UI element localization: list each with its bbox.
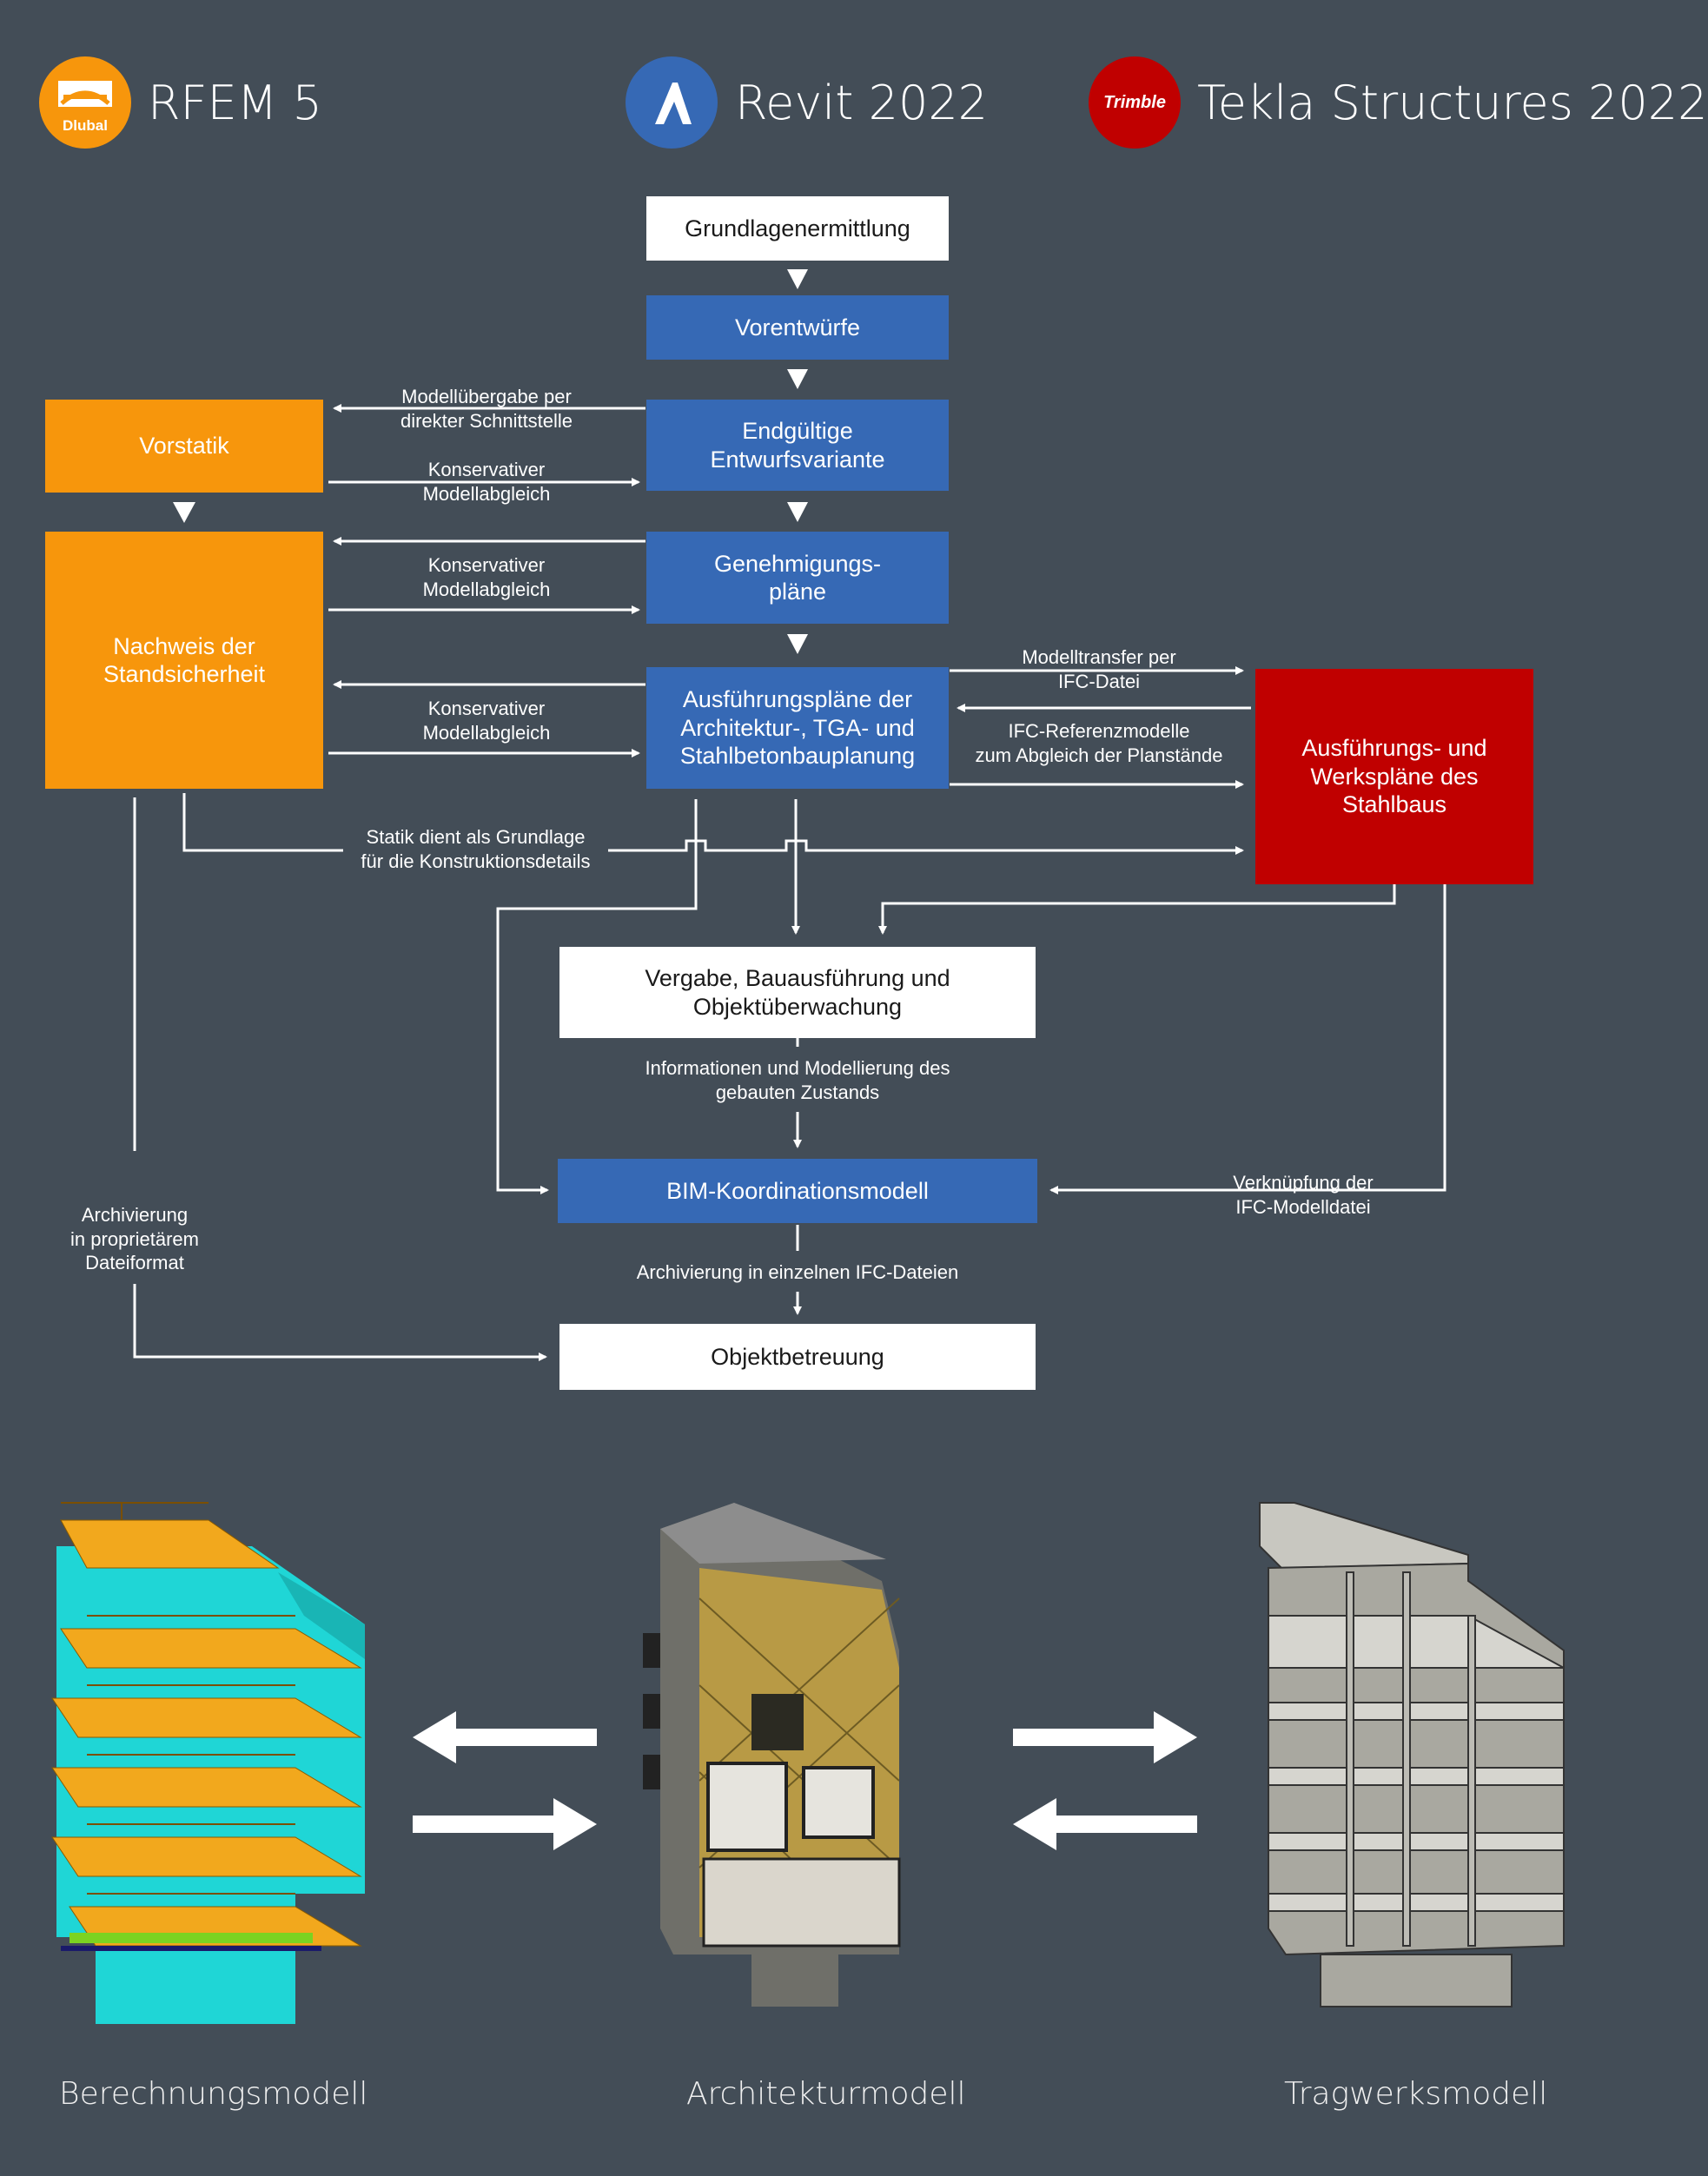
revit-title: Revit 2022 [735, 76, 989, 130]
tragwerksmodell-label: Tragwerksmodell [1284, 2076, 1548, 2112]
genehmigungsplaene-box: Genehmigungs- pläne [646, 532, 949, 624]
trimble-logo: Trimble [1089, 56, 1181, 149]
dlubal-logo: Dlubal [39, 56, 131, 149]
arrow-right-icon [1013, 1711, 1197, 1763]
vorstatik-box: Vorstatik [45, 400, 323, 493]
berechnungsmodell-label: Berechnungsmodell [59, 2076, 368, 2112]
revit-logo [626, 56, 718, 149]
informationen-label: Informationen und Modellierung des gebau… [645, 1057, 950, 1103]
trimble-logo-text: Trimble [1103, 92, 1166, 112]
architekturmodell-image [643, 1503, 901, 2007]
dlubal-bridge-icon [58, 81, 112, 107]
tragwerksmodell-image [1259, 1502, 1565, 2007]
dlubal-logo-text: Dlubal [63, 117, 108, 134]
objektbetreuung-box: Objektbetreuung [559, 1324, 1036, 1390]
konservativ-label-1: Konservativer Modellabgleich [422, 459, 551, 505]
grundlagenermittlung-box: Grundlagenermittlung [646, 196, 949, 261]
bim-koordinationsmodell-box: BIM-Koordinationsmodell [558, 1159, 1037, 1223]
statik-grundlage-label: Statik dient als Grundlage für die Konst… [361, 826, 591, 872]
autodesk-icon [655, 83, 692, 124]
vorentwuerfe-box: Vorentwürfe [646, 295, 949, 360]
tekla-title: Tekla Structures 2022 [1197, 76, 1708, 130]
nachweis-standsicherheit-box: Nachweis der Standsicherheit [45, 532, 323, 789]
ausfuehrungsplaene-architektur-box: Ausführungspläne der Architektur-, TGA- … [646, 667, 949, 789]
konservativ-label-2: Konservativer Modellabgleich [422, 554, 551, 600]
flowchart-connectors [133, 269, 1447, 1361]
modelltransfer-label: Modelltransfer per IFC-Datei [1022, 646, 1176, 692]
vergabe-bauausfuehrung-box: Vergabe, Bauausführung und Objektüberwac… [559, 947, 1036, 1038]
verknuepfung-label: Verknüpfung der IFC-Modelldatei [1233, 1172, 1374, 1218]
stahlbau-werksplaene-box: Ausführungs- und Werkspläne des Stahlbau… [1255, 669, 1533, 884]
archivierung-proprietaer-label: Archivierung in proprietärem Dateiformat [70, 1204, 199, 1273]
berechnungsmodell-image [51, 1502, 365, 2024]
arrow-left-icon [1013, 1798, 1197, 1850]
archivierung-ifc-label: Archivierung in einzelnen IFC-Dateien [636, 1261, 959, 1283]
arrow-right-icon [413, 1798, 597, 1850]
ifc-referenzmodelle-label: IFC-Referenzmodelle zum Abgleich der Pla… [975, 720, 1223, 766]
arrow-left-icon [413, 1711, 597, 1763]
endgueltige-entwurfsvariante-box: Endgültige Entwurfsvariante [646, 400, 949, 491]
konservativ-label-3: Konservativer Modellabgleich [422, 698, 551, 744]
modelluebergabe-label: Modellübergabe per direkter Schnittstell… [400, 386, 573, 432]
rfem-title: RFEM 5 [148, 76, 322, 130]
architekturmodell-label: Architekturmodell [686, 2076, 966, 2112]
